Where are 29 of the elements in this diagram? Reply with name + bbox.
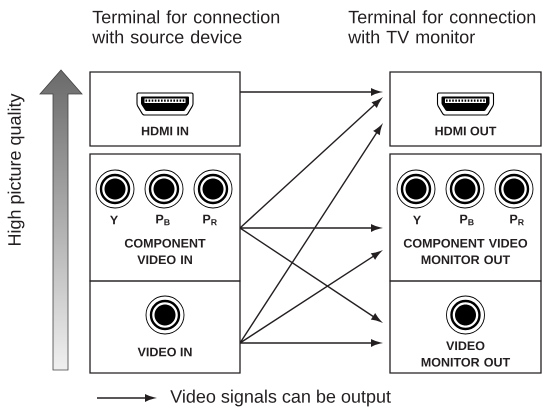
terminal-panel [389,153,542,282]
arrow [239,125,382,344]
column-heading: Terminal for connection with source device [92,10,280,44]
jack-label: P$_{R}$ [203,214,217,226]
terminal-panel [89,280,241,374]
arrow [240,339,380,347]
arrow-label: High picture quality [8,94,24,246]
terminal-label: HDMI OUT [435,126,496,136]
terminal-label: COMPONENT VIDEO IN [124,238,206,264]
terminal-label: COMPONENT VIDEO MONITOR OUT [404,238,528,264]
arrow [240,227,381,322]
terminal-label: VIDEO IN [138,348,192,356]
jack-label: P$_{B}$ [156,214,170,226]
jack-label: Y [110,216,118,224]
jack-label: P$_{R}$ [510,214,524,226]
arrow [240,98,382,229]
arrow [240,224,380,232]
terminal-label: HDMI IN [142,126,188,136]
terminal-label: VIDEO MONITOR OUT [422,341,510,367]
jack-label: Y [413,216,421,224]
legend-text: Video signals can be output [170,390,391,406]
terminal-panel [89,153,241,282]
terminal-panel [89,71,241,147]
terminal-panel [389,280,542,374]
arrow [240,88,380,96]
arrow [240,251,381,344]
column-heading: Terminal for connection with TV monitor [348,10,536,44]
jack-label: P$_{B}$ [460,214,474,226]
terminal-panel [389,71,542,147]
